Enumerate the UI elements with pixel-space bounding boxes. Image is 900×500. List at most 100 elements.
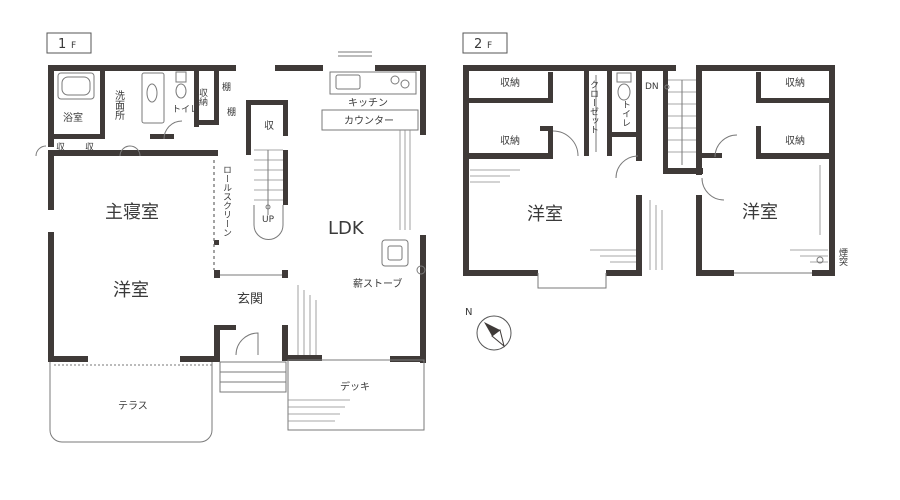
wall (756, 126, 761, 159)
wall (606, 270, 642, 276)
storage-label: 収納 (197, 87, 208, 107)
washroom-label-group: 洗面所 (113, 90, 125, 121)
wall (636, 71, 642, 161)
wall (463, 98, 553, 103)
wall (829, 65, 835, 275)
door-swing (615, 155, 639, 179)
wall (756, 98, 834, 103)
toilet-label: トイレ (172, 105, 199, 115)
wall (420, 235, 426, 363)
storage-label: 収 (85, 141, 94, 153)
wall (283, 100, 288, 136)
entrance-steps (219, 361, 287, 393)
second-floor-tag-number: 2 (474, 37, 482, 52)
wall (548, 72, 553, 103)
wall (390, 356, 426, 362)
wall (420, 65, 426, 135)
storage-label: 収納 (785, 134, 805, 147)
wall (663, 71, 668, 171)
door-swing (714, 134, 738, 158)
western-room-left-label: 洋室 (527, 204, 563, 225)
toilet-bowl (175, 83, 187, 99)
ldk-label: LDK (328, 218, 365, 239)
first-floor-tag: 1 F (46, 32, 92, 54)
door-swing (552, 130, 579, 157)
roll-screen-label: ロールスクリーン (221, 165, 232, 237)
wall (696, 65, 702, 175)
window-hatching (470, 165, 828, 270)
wall (214, 325, 220, 362)
wall (48, 65, 54, 147)
wall (180, 356, 220, 362)
kitchen-label: キッチン (348, 97, 388, 109)
first-floor-tag-suffix: F (71, 41, 76, 51)
door-swing (701, 177, 725, 201)
staircase-second (664, 79, 696, 165)
wall (696, 270, 734, 276)
second-floor-plan: 収納 収納 収納 収納 クローゼット トイレ DN 洋室 洋室 煙突 (463, 65, 848, 289)
washroom-label: 洗面所 (113, 90, 125, 121)
first-floor-plan: 浴室 洗面所 トイレ 収納 棚 棚 収 収 収 主寝室 洋室 ロールスクリーン … (35, 51, 426, 443)
wall (48, 150, 218, 156)
deck-label: デッキ (340, 380, 370, 393)
wood-stove-label: 薪ストーブ (353, 277, 402, 290)
wall (282, 270, 288, 278)
terrace-outline (49, 362, 213, 443)
second-floor-tag-suffix: F (487, 41, 492, 51)
wall (194, 65, 199, 127)
wall (584, 71, 589, 156)
kitchen-sink (335, 74, 361, 90)
wall (100, 65, 105, 137)
wall (463, 153, 553, 159)
wall (548, 126, 553, 159)
wall (275, 65, 323, 71)
stove-burner (400, 79, 410, 89)
door-swing (163, 120, 183, 140)
toilet-bowl (617, 83, 631, 101)
wall (150, 134, 174, 139)
wall (756, 153, 834, 159)
entrance-label: 玄関 (237, 292, 263, 307)
stairs-down-label: DN (645, 82, 659, 92)
first-floor-tag-number: 1 (58, 37, 66, 52)
wall (282, 325, 288, 358)
wall (702, 153, 722, 158)
storage-label: 収納 (785, 76, 805, 89)
door-swing (35, 145, 47, 157)
wall (607, 71, 612, 156)
wall (663, 168, 703, 174)
wall (696, 65, 834, 71)
wall (48, 356, 88, 362)
wall (214, 270, 220, 278)
wall (612, 132, 642, 137)
toilet-tank (616, 72, 632, 83)
wall (48, 150, 54, 210)
wall (463, 270, 538, 276)
deck-outline (287, 359, 425, 431)
wash-basin (146, 83, 158, 103)
bay-window (537, 273, 607, 289)
wall (463, 65, 676, 71)
storage-label: 収納 (500, 134, 520, 147)
shelf-label: 棚 (222, 81, 231, 93)
wall (282, 355, 322, 361)
wall (540, 126, 553, 131)
storage-label: 収納 (500, 76, 520, 89)
western-room-right-label: 洋室 (742, 202, 778, 223)
terrace-label: テラス (118, 400, 148, 412)
wall (48, 134, 105, 139)
chimney-label: 煙突 (837, 248, 848, 267)
wall (463, 65, 469, 275)
bath-label: 浴室 (63, 111, 83, 124)
wall (194, 120, 218, 125)
wall (214, 65, 219, 125)
window-hatching (297, 130, 411, 355)
dining-counter (321, 109, 419, 131)
wall (214, 240, 219, 245)
wall (214, 325, 236, 330)
shelf-label: 棚 (227, 106, 236, 118)
counter-label: カウンター (344, 115, 394, 127)
toilet-tank (175, 71, 187, 83)
stove-burner (390, 75, 400, 85)
